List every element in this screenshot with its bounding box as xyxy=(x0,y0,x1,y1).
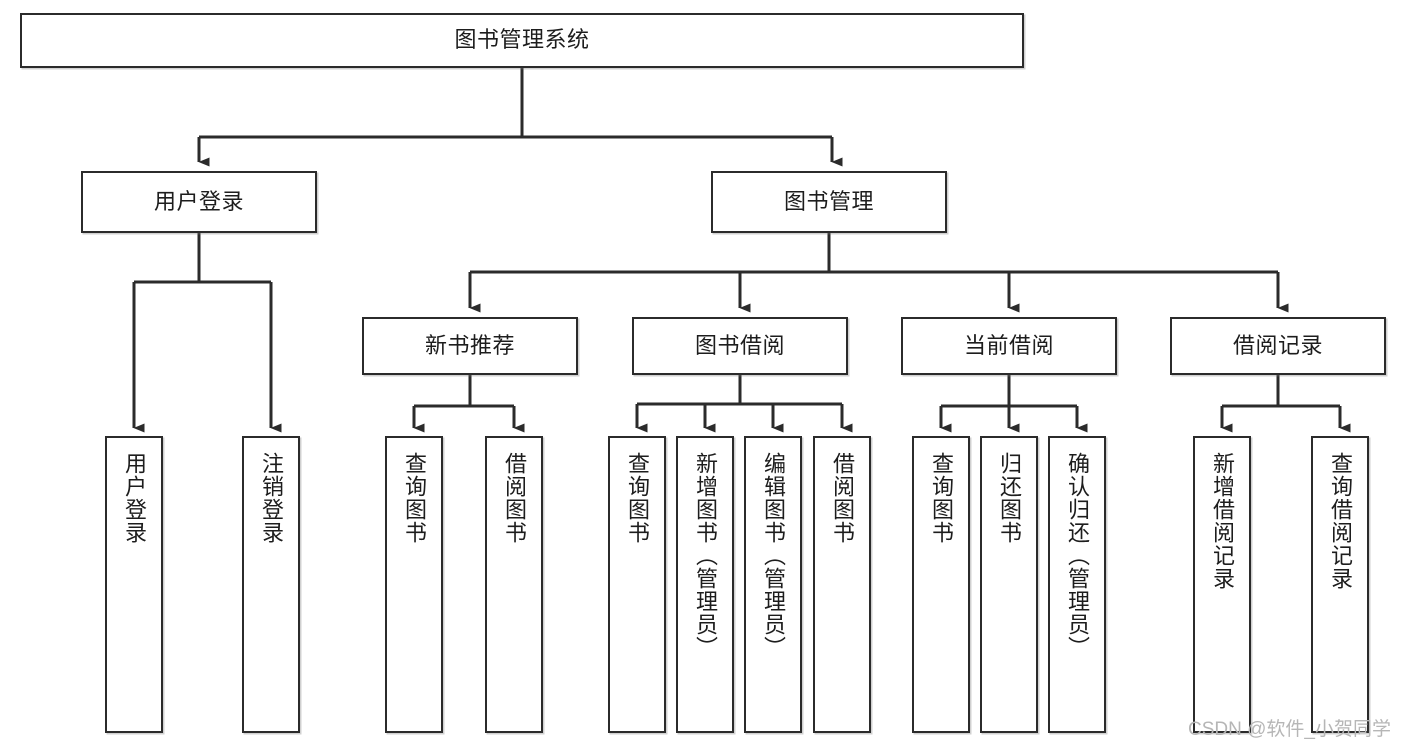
node-leaf-logout-label: 注销登录 xyxy=(258,452,284,544)
node-new-book-rec-label: 新书推荐 xyxy=(424,332,515,358)
node-leaf-add-record[interactable]: 新增借阅记录 xyxy=(1193,436,1251,733)
node-leaf-user-login-label: 用户登录 xyxy=(121,452,147,544)
node-borrow-record-label: 借阅记录 xyxy=(1232,332,1323,358)
node-leaf-borrow-book-1[interactable]: 借阅图书 xyxy=(485,436,543,733)
node-current-borrow-label: 当前借阅 xyxy=(963,332,1054,358)
node-leaf-borrow-book-2[interactable]: 借阅图书 xyxy=(813,436,871,733)
node-current-borrow[interactable]: 当前借阅 xyxy=(901,317,1117,375)
node-root[interactable]: 图书管理系统 xyxy=(20,13,1024,68)
node-leaf-query-record[interactable]: 查询借阅记录 xyxy=(1311,436,1369,733)
node-leaf-return-book-label: 归还图书 xyxy=(996,452,1022,544)
node-book-manage[interactable]: 图书管理 xyxy=(711,171,947,233)
node-leaf-query-book-1-label: 查询图书 xyxy=(401,452,427,544)
node-leaf-add-record-label: 新增借阅记录 xyxy=(1209,452,1235,590)
node-leaf-edit-book[interactable]: 编辑图书（管理员） xyxy=(744,436,802,733)
node-leaf-query-book-2-label: 查询图书 xyxy=(624,452,650,544)
node-new-book-rec[interactable]: 新书推荐 xyxy=(362,317,578,375)
node-leaf-query-book-3-label: 查询图书 xyxy=(928,452,954,544)
node-leaf-logout[interactable]: 注销登录 xyxy=(242,436,300,733)
node-book-borrow-label: 图书借阅 xyxy=(694,332,785,358)
node-leaf-add-book-label: 新增图书（管理员） xyxy=(692,452,718,659)
watermark: CSDN @软件_小贺同学 xyxy=(1188,719,1391,740)
node-leaf-user-login[interactable]: 用户登录 xyxy=(105,436,163,733)
node-leaf-borrow-book-2-label: 借阅图书 xyxy=(829,452,855,544)
node-leaf-query-book-3[interactable]: 查询图书 xyxy=(912,436,970,733)
node-user-login[interactable]: 用户登录 xyxy=(81,171,317,233)
node-book-manage-label: 图书管理 xyxy=(783,188,874,214)
node-leaf-edit-book-label: 编辑图书（管理员） xyxy=(760,452,786,659)
node-book-borrow[interactable]: 图书借阅 xyxy=(632,317,848,375)
node-leaf-add-book[interactable]: 新增图书（管理员） xyxy=(676,436,734,733)
node-borrow-record[interactable]: 借阅记录 xyxy=(1170,317,1386,375)
node-leaf-confirm-return-label: 确认归还（管理员） xyxy=(1064,452,1090,659)
node-leaf-query-book-1[interactable]: 查询图书 xyxy=(385,436,443,733)
node-leaf-query-record-label: 查询借阅记录 xyxy=(1327,452,1353,590)
node-user-login-label: 用户登录 xyxy=(153,188,244,214)
node-leaf-borrow-book-1-label: 借阅图书 xyxy=(501,452,527,544)
node-leaf-confirm-return[interactable]: 确认归还（管理员） xyxy=(1048,436,1106,733)
node-root-label: 图书管理系统 xyxy=(454,27,590,53)
node-leaf-return-book[interactable]: 归还图书 xyxy=(980,436,1038,733)
node-leaf-query-book-2[interactable]: 查询图书 xyxy=(608,436,666,733)
